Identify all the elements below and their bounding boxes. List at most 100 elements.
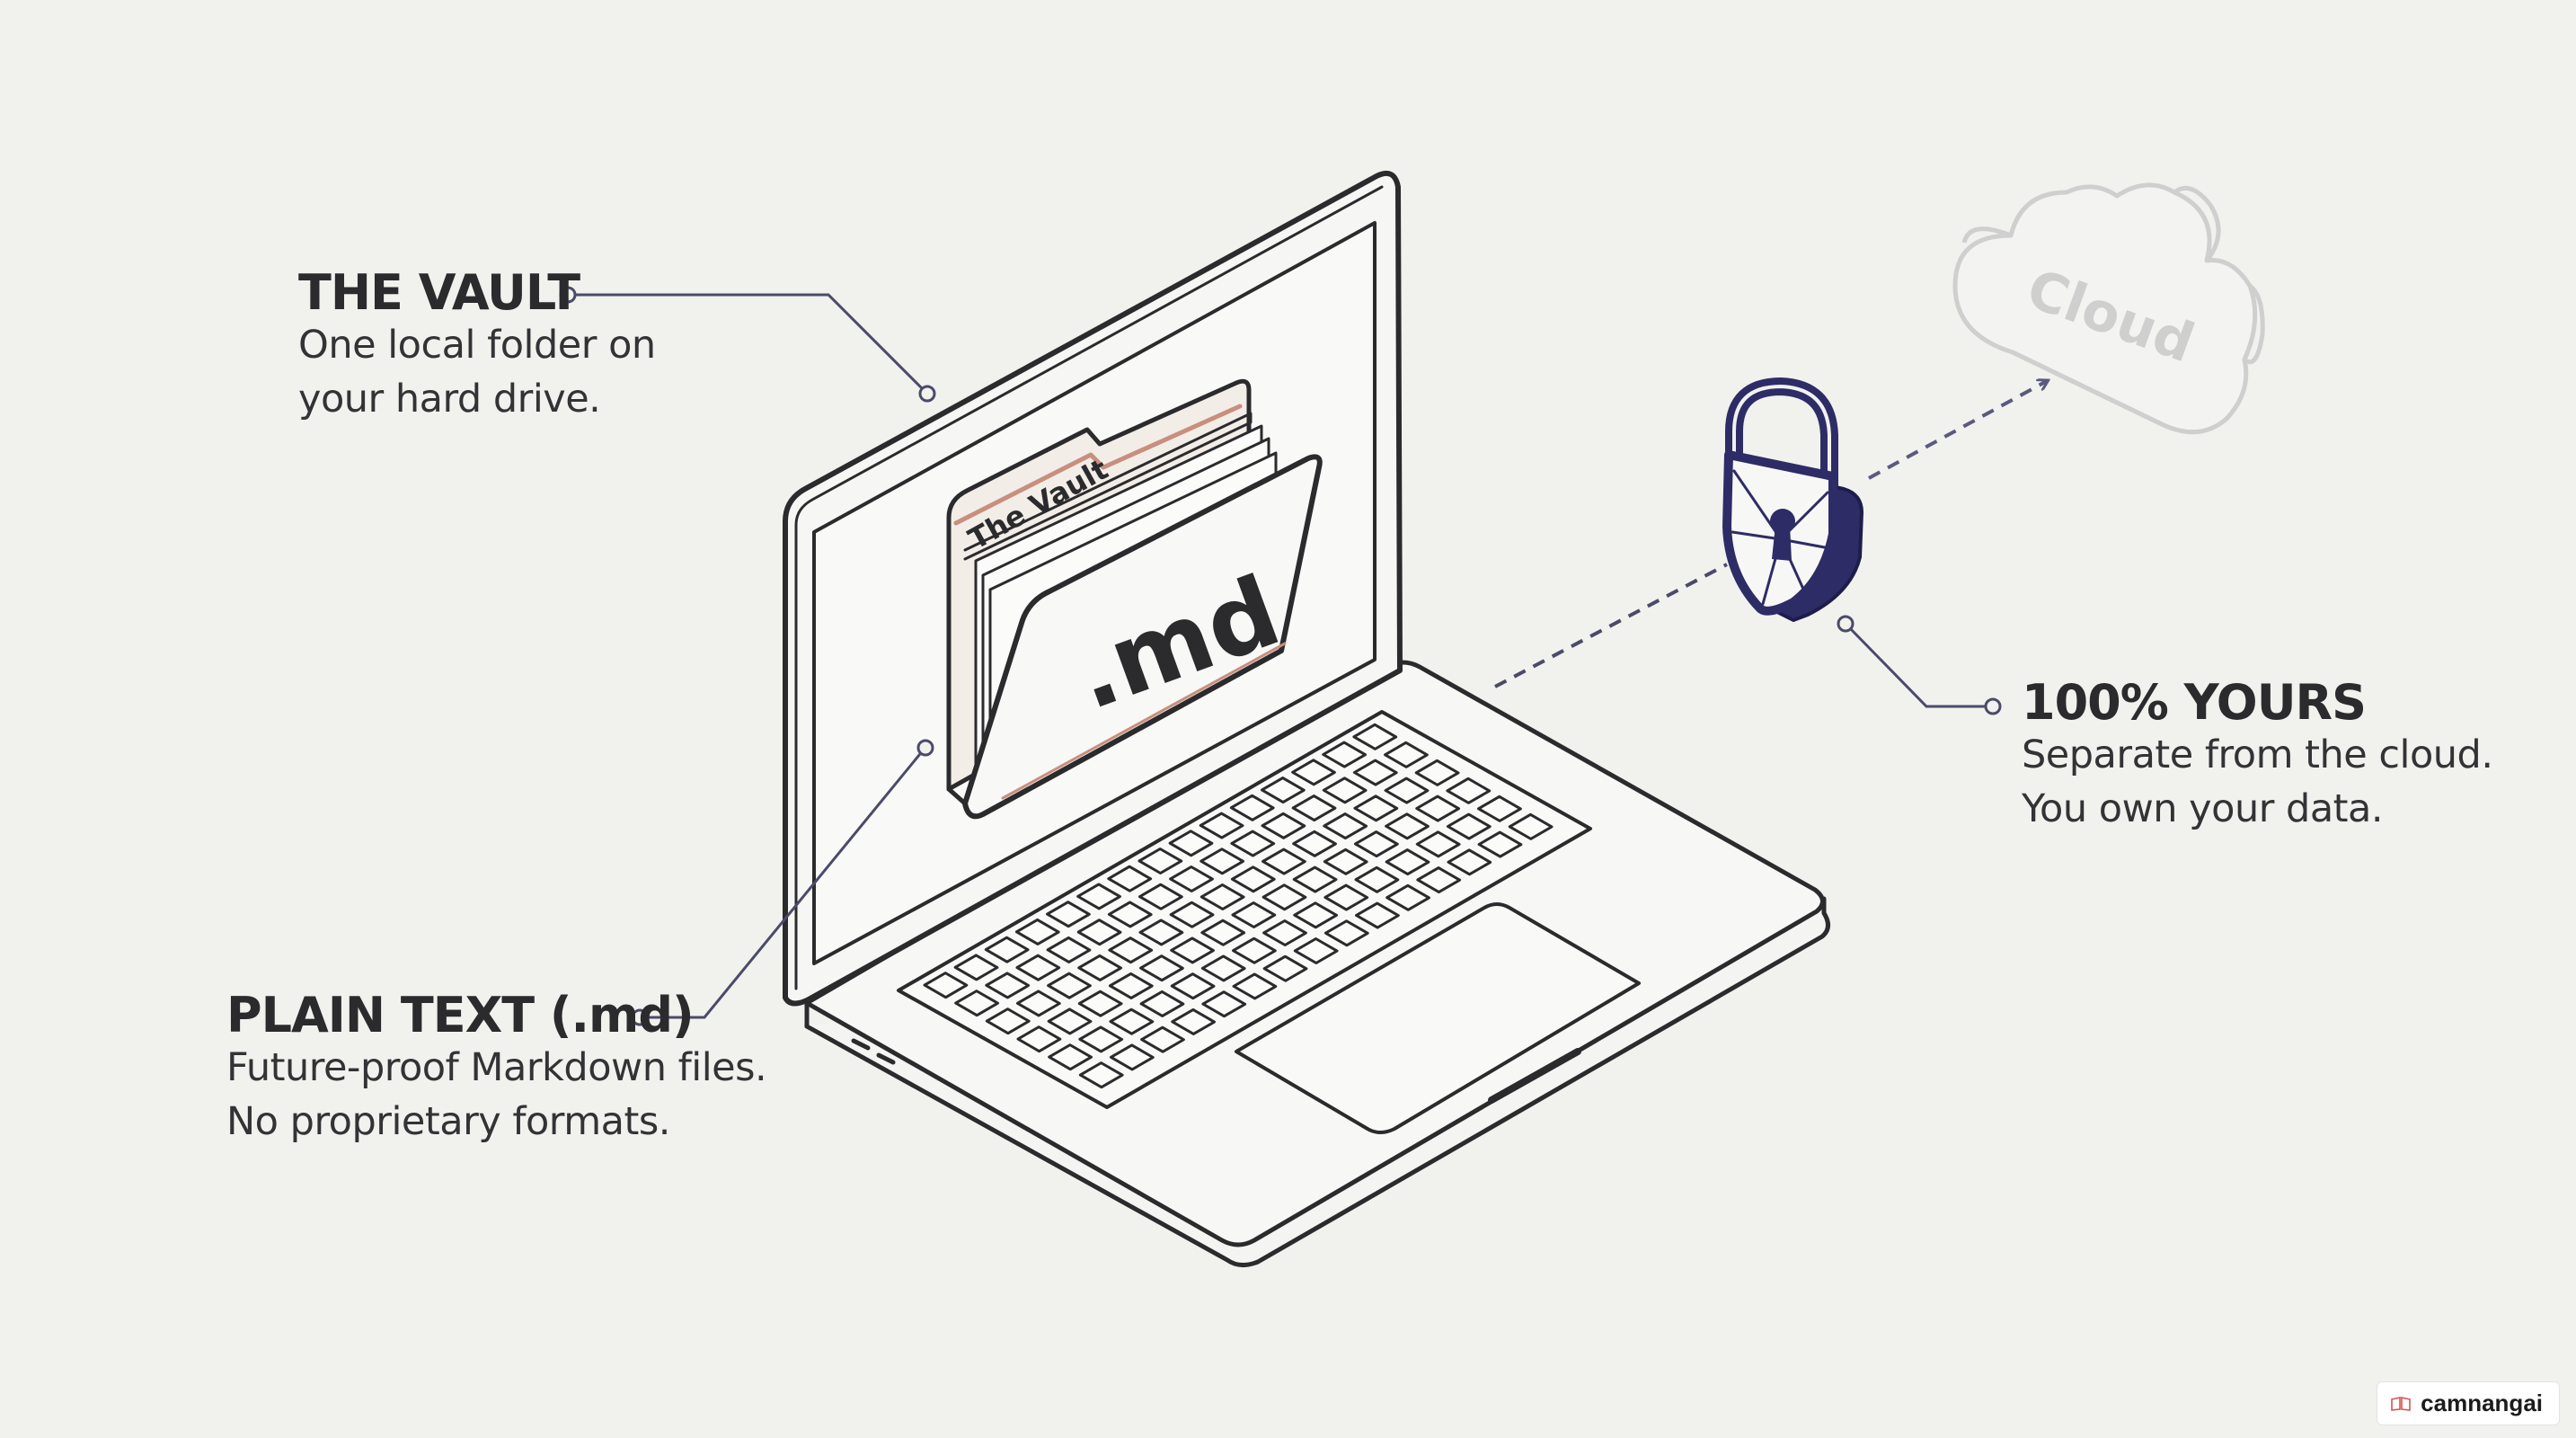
keyboard-key — [1230, 865, 1276, 893]
keyboard-key — [1201, 990, 1247, 1018]
keyboard-key — [923, 972, 969, 999]
keyboard-key — [1352, 723, 1398, 750]
keyboard-key — [1414, 759, 1460, 786]
keyboard-key — [1384, 741, 1429, 768]
keyboard-key — [1323, 883, 1369, 911]
keyboard-key — [1169, 865, 1214, 893]
keyboard-key — [1262, 919, 1307, 947]
keyboard-key — [1076, 919, 1122, 946]
keyboard-key — [1230, 830, 1276, 857]
keyboard-key — [1477, 794, 1522, 822]
keyboard-key — [1447, 848, 1492, 876]
keyboard-key — [1076, 883, 1121, 910]
callout-yours-line-1: Separate from the cloud. — [2022, 732, 2493, 778]
keyboard-key — [1139, 954, 1184, 982]
keyboard-key — [1416, 866, 1462, 894]
keyboard-key — [1355, 901, 1400, 929]
keyboard-key — [1139, 990, 1185, 1017]
keyboard-key — [1323, 848, 1368, 875]
keyboard-key — [1415, 830, 1461, 858]
keyboard-key — [1261, 883, 1307, 911]
keyboard-key — [1171, 1007, 1217, 1035]
keyboard-key — [1109, 1007, 1155, 1035]
keyboard-key — [1138, 883, 1183, 910]
keyboard-key — [1293, 901, 1339, 929]
keyboard-key — [1385, 848, 1430, 876]
keyboard-key — [1016, 1025, 1062, 1053]
padlock-icon — [1722, 377, 1863, 622]
keyboard-key — [1260, 777, 1306, 804]
keyboard-key — [1232, 972, 1278, 1000]
leader-lines — [559, 286, 2002, 1026]
keyboard-key — [1322, 741, 1368, 768]
keyboard-key — [1262, 954, 1308, 982]
keyboard-key — [954, 990, 999, 1017]
keyboard-key — [1352, 759, 1398, 786]
keyboard-key — [1477, 830, 1523, 858]
keyboard-key — [1046, 936, 1092, 963]
leader-vault — [575, 293, 927, 394]
keyboard-key — [1384, 777, 1430, 804]
keyboard-key — [1199, 883, 1245, 911]
keyboard-key — [1170, 972, 1216, 1000]
callout-vault-line-1: One local folder on — [298, 323, 656, 368]
keyboard-key — [1385, 883, 1430, 911]
keyboard-key — [1353, 830, 1399, 858]
keyboard-key — [1109, 1043, 1155, 1071]
callout-plain-text-line-2: No proprietary formats. — [226, 1098, 670, 1144]
keyboard-key — [1291, 794, 1337, 822]
callout-plain-text: PLAIN TEXT (.md) Future-proof Markdown f… — [226, 987, 767, 1149]
watermark-badge: camnangai — [2377, 1381, 2560, 1425]
keyboard-key — [1140, 1025, 1185, 1053]
keyboard-key — [1354, 865, 1400, 893]
keyboard-key — [985, 1007, 1031, 1035]
keyboard-key — [1385, 812, 1430, 840]
keyboard-key — [1446, 777, 1492, 804]
keyboard-key — [1168, 830, 1214, 857]
keyboard-key — [1231, 936, 1277, 964]
keyboard-key — [1199, 812, 1244, 839]
laptop-icon — [783, 171, 1830, 1267]
keyboard-key — [984, 936, 1030, 963]
keyboard-key — [1322, 777, 1368, 804]
keyboard-key — [1138, 847, 1183, 875]
keyboard-key — [1047, 972, 1092, 999]
keyboard-key — [1015, 954, 1061, 981]
cloud-icon — [1952, 182, 2265, 435]
keyboard-key — [1046, 901, 1091, 928]
folder-icon — [946, 378, 1323, 820]
callout-yours-line-2: You own your data. — [2022, 786, 2384, 831]
keyboard-key — [1292, 830, 1337, 857]
keyboard-key — [1107, 865, 1153, 892]
keyboard-key — [1047, 1007, 1093, 1035]
keyboard-key — [1169, 901, 1215, 928]
keyboard-key — [1415, 794, 1461, 822]
callout-vault: THE VAULT One local folder on your hard … — [298, 266, 656, 426]
dashed-arrow-lock-cloud — [1868, 381, 2047, 480]
keyboard-key — [1108, 936, 1154, 964]
keyboard-key — [1293, 936, 1339, 965]
keyboard-key — [1077, 954, 1123, 981]
callout-yours-heading: 100% YOURS — [2022, 674, 2367, 731]
callout-vault-heading: THE VAULT — [298, 264, 580, 321]
keyboard-key — [1231, 901, 1277, 929]
keyboard-key — [1199, 848, 1245, 875]
keyboard-keys — [923, 723, 1554, 1089]
dashed-connector-laptop-lock — [1494, 563, 1728, 688]
keyboard-key — [1048, 1043, 1093, 1071]
leader-plain-text — [647, 749, 925, 1019]
callout-vault-line-2: your hard drive. — [298, 376, 601, 422]
keyboard-key — [1446, 812, 1492, 840]
callout-plain-text-heading: PLAIN TEXT (.md) — [226, 987, 695, 1043]
keyboard-key — [1108, 972, 1154, 999]
keyboard-key — [1291, 759, 1336, 786]
keyboard-key — [1138, 919, 1184, 946]
trackpad — [1235, 902, 1641, 1134]
keyboard-key — [1292, 865, 1338, 893]
keyboard-key — [1353, 794, 1399, 822]
keyboard-key — [953, 954, 999, 981]
keyboard-key — [1200, 919, 1246, 946]
keyboard-key — [1078, 1025, 1124, 1053]
leader-yours — [1846, 624, 1986, 708]
